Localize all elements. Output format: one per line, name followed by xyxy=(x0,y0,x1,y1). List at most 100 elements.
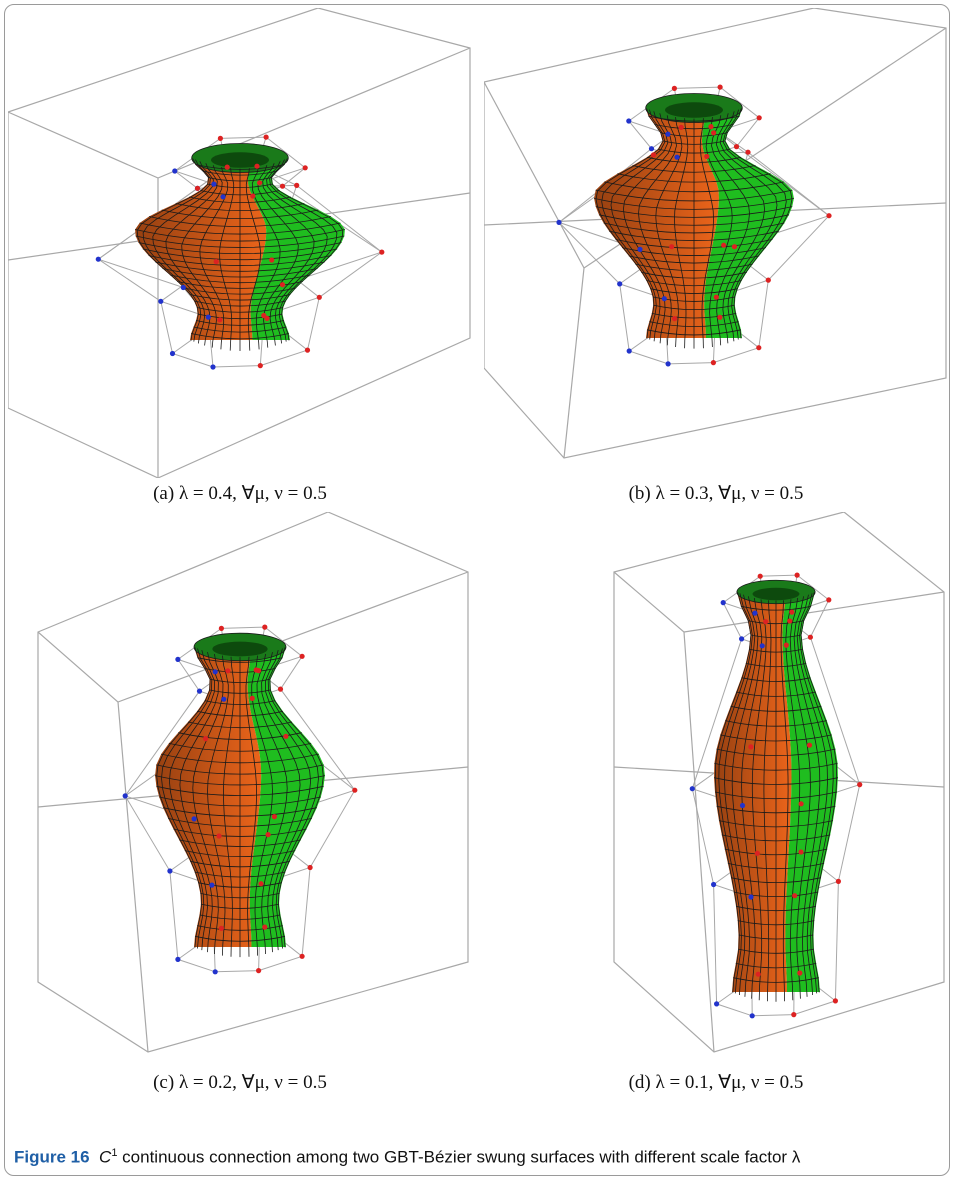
control-points-d xyxy=(689,572,863,1019)
control-point xyxy=(205,314,211,320)
control-point xyxy=(307,864,313,871)
surface-mesh-a xyxy=(135,158,345,351)
control-point xyxy=(757,573,763,579)
control-point xyxy=(257,363,263,369)
control-point xyxy=(277,686,284,692)
control-point xyxy=(617,281,623,287)
control-point xyxy=(218,625,224,631)
control-point xyxy=(665,131,671,137)
control-point xyxy=(754,850,760,856)
control-point xyxy=(857,782,863,788)
caption-superscript: 1 xyxy=(111,1147,118,1159)
vase-figure-b xyxy=(484,8,947,459)
control-point xyxy=(650,152,657,158)
control-point xyxy=(763,619,769,625)
control-point xyxy=(745,149,751,155)
control-point xyxy=(717,314,723,320)
caption-text: continuous connection among two GBT-Bézi… xyxy=(117,1147,801,1167)
figure-frame xyxy=(4,4,950,1176)
control-point xyxy=(713,294,719,300)
control-point xyxy=(217,317,223,323)
control-point xyxy=(637,246,643,252)
control-point xyxy=(172,168,178,174)
control-point xyxy=(191,816,197,822)
control-point xyxy=(748,744,754,750)
control-point xyxy=(756,115,762,121)
control-point xyxy=(169,350,176,357)
control-point xyxy=(711,130,717,136)
control-point xyxy=(257,180,263,186)
vase-figure-d xyxy=(613,512,945,1053)
control-point xyxy=(220,194,226,200)
subcaption-b: (b) λ = 0.3, ∀μ, ν = 0.5 xyxy=(628,483,804,504)
subcaption-c: (c) λ = 0.2, ∀μ, ν = 0.5 xyxy=(153,1072,327,1093)
control-point xyxy=(249,695,255,701)
control-point xyxy=(748,894,754,900)
control-point xyxy=(217,135,223,141)
control-point xyxy=(807,634,813,640)
control-points-b xyxy=(556,84,832,367)
panel-c-vase-render xyxy=(8,512,472,1072)
control-point xyxy=(180,284,186,291)
control-point xyxy=(316,294,322,300)
control-point xyxy=(704,153,710,159)
control-point xyxy=(720,600,726,606)
control-point xyxy=(212,669,218,675)
control-point xyxy=(749,1013,755,1019)
control-point xyxy=(167,868,173,874)
control-point xyxy=(294,182,300,188)
control-point xyxy=(283,733,289,739)
control-point xyxy=(304,347,311,353)
control-point xyxy=(213,259,219,265)
control-point xyxy=(731,244,738,250)
control-point xyxy=(258,881,264,887)
control-point xyxy=(756,345,762,351)
surface-mesh-c xyxy=(155,647,325,958)
control-point xyxy=(216,833,222,839)
control-point xyxy=(269,257,275,263)
control-point xyxy=(759,643,765,649)
control-point xyxy=(203,736,209,742)
control-point xyxy=(739,636,745,642)
control-point xyxy=(710,360,716,366)
control-point xyxy=(791,1012,797,1018)
control-point xyxy=(798,801,804,807)
control-point xyxy=(262,624,268,630)
control-point xyxy=(209,882,215,888)
subcaption-a: (a) λ = 0.4, ∀μ, ν = 0.5 xyxy=(153,483,327,504)
control-point xyxy=(225,668,231,674)
control-point xyxy=(669,244,675,250)
control-point xyxy=(826,597,832,603)
control-point xyxy=(717,84,723,90)
control-point xyxy=(626,118,632,124)
surface-mesh-d xyxy=(714,592,838,1002)
control-point xyxy=(253,667,259,673)
control-point xyxy=(122,793,128,799)
control-point xyxy=(787,618,793,624)
control-point xyxy=(271,814,277,820)
control-point xyxy=(254,163,260,169)
vase-figure-a xyxy=(8,8,471,478)
control-points-c xyxy=(122,624,358,975)
control-point xyxy=(224,164,230,170)
control-point xyxy=(721,242,727,248)
control-point xyxy=(250,193,256,199)
control-point xyxy=(626,348,632,354)
control-point xyxy=(665,361,671,367)
control-point xyxy=(256,968,262,974)
control-point xyxy=(708,124,714,130)
control-point xyxy=(556,219,562,225)
control-point xyxy=(175,956,181,962)
control-point xyxy=(264,315,270,321)
figure-caption: Figure 16 C1 continuous connection among… xyxy=(14,1147,800,1168)
control-points-a xyxy=(95,134,385,370)
control-point xyxy=(678,124,684,130)
control-point xyxy=(797,970,803,976)
control-point xyxy=(765,277,771,283)
control-point xyxy=(832,998,838,1004)
control-point xyxy=(194,185,201,191)
control-point xyxy=(95,256,101,262)
control-point xyxy=(279,282,286,288)
control-point xyxy=(783,642,789,648)
control-point xyxy=(211,181,217,187)
